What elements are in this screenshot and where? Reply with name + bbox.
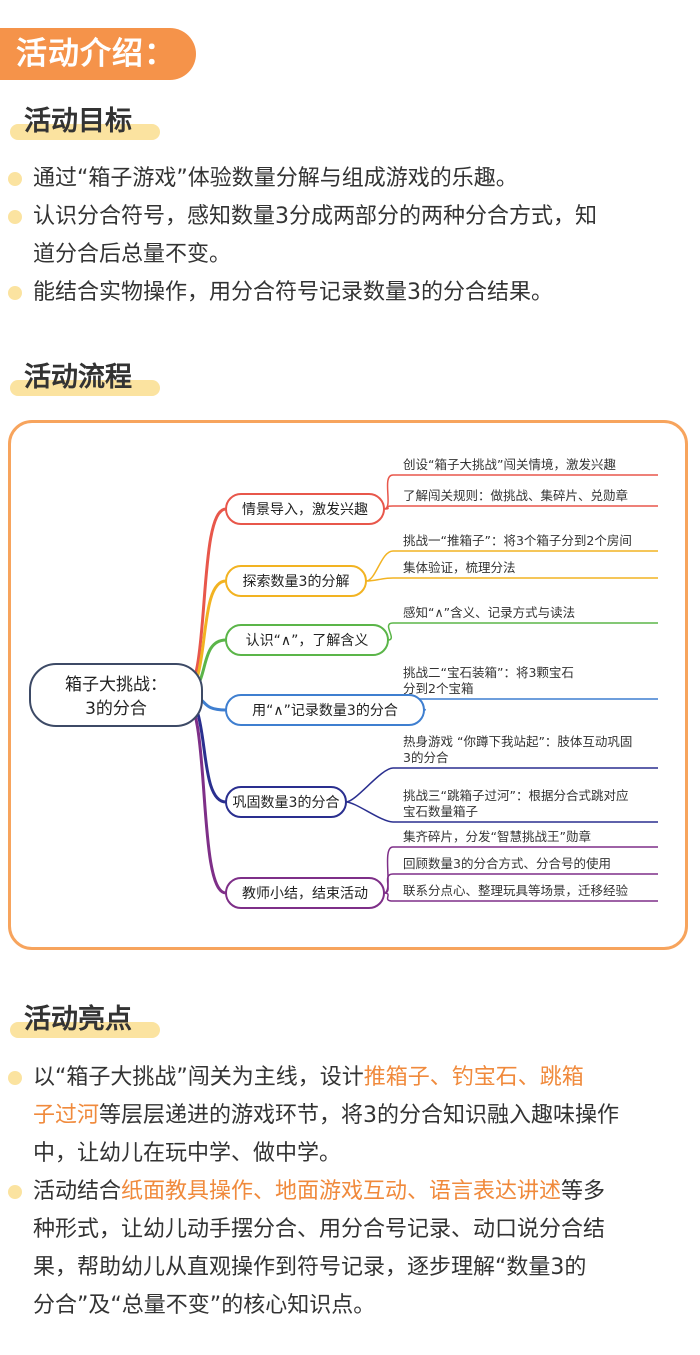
highlight-line: 以“箱子大挑战”闯关为主线，设计推箱子、钓宝石、跳箱 [33, 1059, 686, 1097]
branch-node [225, 624, 389, 656]
goal-line: 能结合实物操作，用分合符号记录数量3的分合结果。 [33, 280, 553, 305]
leaf-label: 回顾数量3的分合方式、分合号的使用 [403, 856, 611, 871]
center-node-label: 箱子大挑战： [65, 675, 167, 695]
highlight-text: 种形式，让幼儿动手摆分合、用分合号记录、动口说分合结 [33, 1217, 606, 1242]
highlights-list: 以“箱子大挑战”闯关为主线，设计推箱子、钓宝石、跳箱子过河等层层递进的游戏环节，… [0, 1059, 700, 1325]
highlight-line: 果，帮助幼儿从直观操作到符号记录，逐步理解“数量3的 [33, 1249, 686, 1287]
leaf-label: 创设“箱子大挑战”闯关情境，激发兴趣 [403, 457, 616, 472]
highlight-line: 中，让幼儿在玩中学、做中学。 [33, 1135, 686, 1173]
goals-list: 通过“箱子游戏”体验数量分解与组成游戏的乐趣。认识分合符号，感知数量3分成两部分… [0, 160, 700, 312]
highlight-text: 等多 [561, 1179, 606, 1204]
leaf-connector [345, 767, 394, 803]
leaf-connector [383, 474, 394, 510]
highlight-keyword: 纸面教具操作、地面游戏互动、语言表达讲述 [121, 1179, 562, 1204]
goal-item: 认识分合符号，感知数量3分成两部分的两种分合方式，知道分合后总量不变。 [0, 198, 700, 274]
highlight-text: 以“箱子大挑战”闯关为主线，设计 [33, 1065, 364, 1090]
goal-item: 通过“箱子游戏”体验数量分解与组成游戏的乐趣。 [0, 160, 700, 198]
goal-item: 能结合实物操作，用分合符号记录数量3的分合结果。 [0, 274, 700, 312]
goal-line: 道分合后总量不变。 [33, 242, 232, 267]
page-title: 活动介绍： [0, 28, 196, 80]
goal-line: 认识分合符号，感知数量3分成两部分的两种分合方式，知 [33, 204, 597, 229]
leaf-label: 了解闯关规则：做挑战、集碎片、兑勋章 [403, 488, 628, 503]
section-title-highlight [10, 1022, 160, 1038]
leaf-label: 挑战三“跳箱子过河”：根据分合式跳对应 [403, 788, 628, 803]
highlight-text: 果，帮助幼儿从直观操作到符号记录，逐步理解“数量3的 [33, 1255, 587, 1280]
leaf-connector [383, 873, 394, 894]
highlight-line: 活动结合纸面教具操作、地面游戏互动、语言表达讲述等多 [33, 1173, 686, 1211]
bullet-dot [8, 172, 22, 186]
highlights-section-title: 活动亮点 [24, 1004, 132, 1035]
highlight-text: 中，让幼儿在玩中学、做中学。 [33, 1141, 342, 1166]
leaf-connector [387, 622, 394, 641]
leaf-label: 分到2个宝箱 [403, 681, 473, 696]
bullet-dot [8, 1071, 22, 1085]
leaf-connector [365, 577, 394, 582]
branch-node-label: 用“∧”记录数量3的分合 [252, 703, 398, 719]
process-section-title: 活动流程 [24, 362, 132, 393]
goals-section-title: 活动目标 [24, 106, 132, 137]
branch-node [225, 694, 425, 726]
highlight-item: 活动结合纸面教具操作、地面游戏互动、语言表达讲述等多种形式，让幼儿动手摆分合、用… [0, 1173, 700, 1325]
branch-node [225, 786, 347, 818]
branch-node-label: 认识“∧”，了解含义 [246, 633, 369, 649]
center-node-label: 3的分合 [85, 699, 147, 719]
branch-node [225, 877, 385, 909]
section-title-highlight [10, 124, 160, 140]
highlight-keyword: 推箱子、钓宝石、跳箱 [363, 1065, 584, 1090]
leaf-connector [383, 892, 394, 902]
leaf-label: 集齐碎片，分发“智慧挑战王”勋章 [403, 829, 591, 844]
section-title-highlight [10, 380, 160, 396]
highlight-text: 活动结合 [33, 1179, 122, 1204]
highlight-keyword: 子过河 [33, 1103, 100, 1128]
bullet-dot [8, 1185, 22, 1199]
leaf-label: 宝石数量箱子 [403, 804, 478, 819]
goal-line: 通过“箱子游戏”体验数量分解与组成游戏的乐趣。 [33, 166, 518, 191]
bullet-dot [8, 210, 22, 224]
leaf-connector [345, 801, 394, 823]
highlight-line: 分合”及“总量不变”的核心知识点。 [33, 1287, 686, 1325]
branch-node-label: 情景导入，激发兴趣 [242, 501, 368, 518]
branch-connector [181, 693, 227, 895]
branch-node-label: 教师小结，结束活动 [242, 886, 368, 902]
branch-node-label: 探索数量3的分解 [243, 573, 350, 590]
leaf-connector [383, 505, 394, 510]
mindmap: 箱子大挑战： 3的分合 创设“箱子大挑战”闯关情境，激发兴趣了解闯关规则：做挑战、集… [29, 457, 658, 909]
highlight-line: 子过河等层层递进的游戏环节，将3的分合知识融入趣味操作 [33, 1097, 686, 1135]
center-node [29, 663, 203, 727]
leaf-label: 热身游戏 “你蹲下我站起”：肢体互动巩固 [403, 734, 632, 749]
highlight-text: 等层层递进的游戏环节，将3的分合知识融入趣味操作 [99, 1103, 620, 1128]
leaf-label: 挑战一“推箱子”：将3个箱子分到2个房间 [403, 533, 632, 548]
leaf-connector [365, 550, 394, 582]
branch-node [225, 493, 385, 525]
leaf-label: 挑战二“宝石装箱”：将3颗宝石 [403, 665, 574, 680]
bullet-dot [8, 286, 22, 300]
branch-node [225, 565, 367, 597]
leaf-label: 3的分合 [403, 750, 449, 765]
leaf-label: 集体验证，梳理分法 [403, 560, 516, 575]
leaf-label: 感知“∧”含义、记录方式与读法 [403, 605, 575, 620]
branch-node-label: 巩固数量3的分合 [233, 795, 340, 811]
highlight-line: 种形式，让幼儿动手摆分合、用分合号记录、动口说分合结 [33, 1211, 686, 1249]
highlight-text: 分合”及“总量不变”的核心知识点。 [33, 1293, 376, 1318]
leaf-label: 联系分点心、整理玩具等场景，迁移经验 [403, 883, 629, 898]
highlight-item: 以“箱子大挑战”闯关为主线，设计推箱子、钓宝石、跳箱子过河等层层递进的游戏环节，… [0, 1059, 700, 1173]
